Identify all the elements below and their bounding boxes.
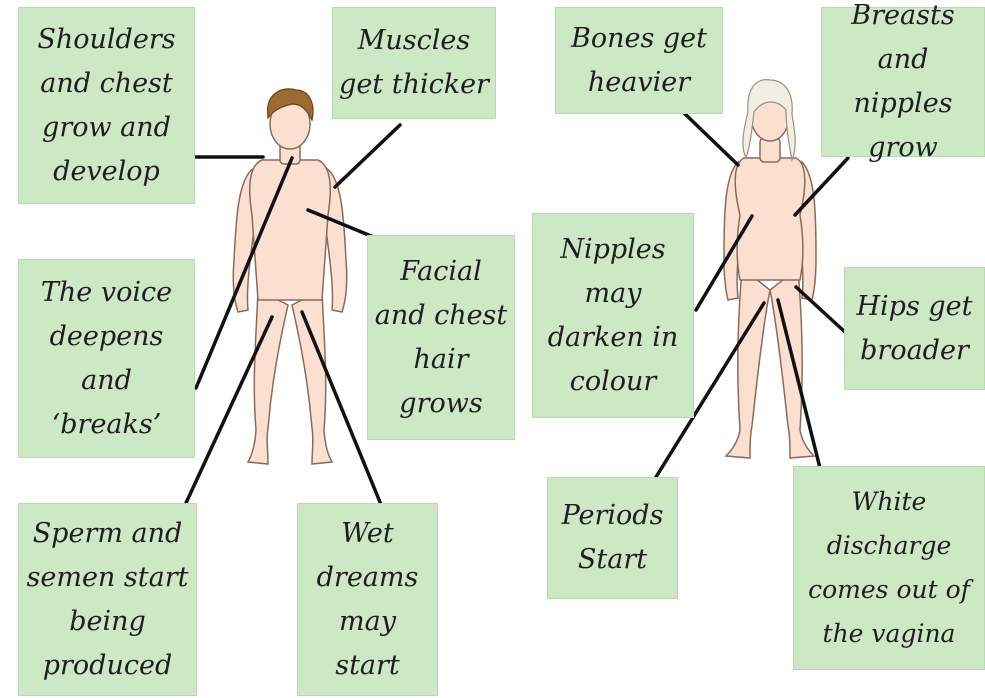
label-voice: The voice deepens and ‘breaks’	[18, 259, 195, 458]
label-periods: Periods Start	[547, 477, 678, 599]
label-sperm: Sperm and semen start being produced	[18, 503, 197, 696]
label-bones: Bones get heavier	[555, 7, 723, 114]
line-muscles	[335, 125, 400, 187]
label-shoulders: Shoulders and chest grow and develop	[18, 7, 195, 204]
boy-figure	[233, 99, 347, 464]
label-wet-dreams: Wet dreams may start	[297, 503, 438, 696]
label-hips: Hips get broader	[844, 267, 985, 390]
line-bones	[683, 112, 738, 165]
label-nipples: Nipples may darken in colour	[532, 213, 694, 418]
label-facial: Facial and chest hair grows	[367, 235, 515, 440]
line-hips	[796, 287, 845, 332]
label-muscles: Muscles get thicker	[332, 7, 496, 119]
label-discharge: White discharge comes out of the vagina	[793, 466, 985, 670]
label-breasts: Breasts and nipples grow	[821, 7, 985, 157]
